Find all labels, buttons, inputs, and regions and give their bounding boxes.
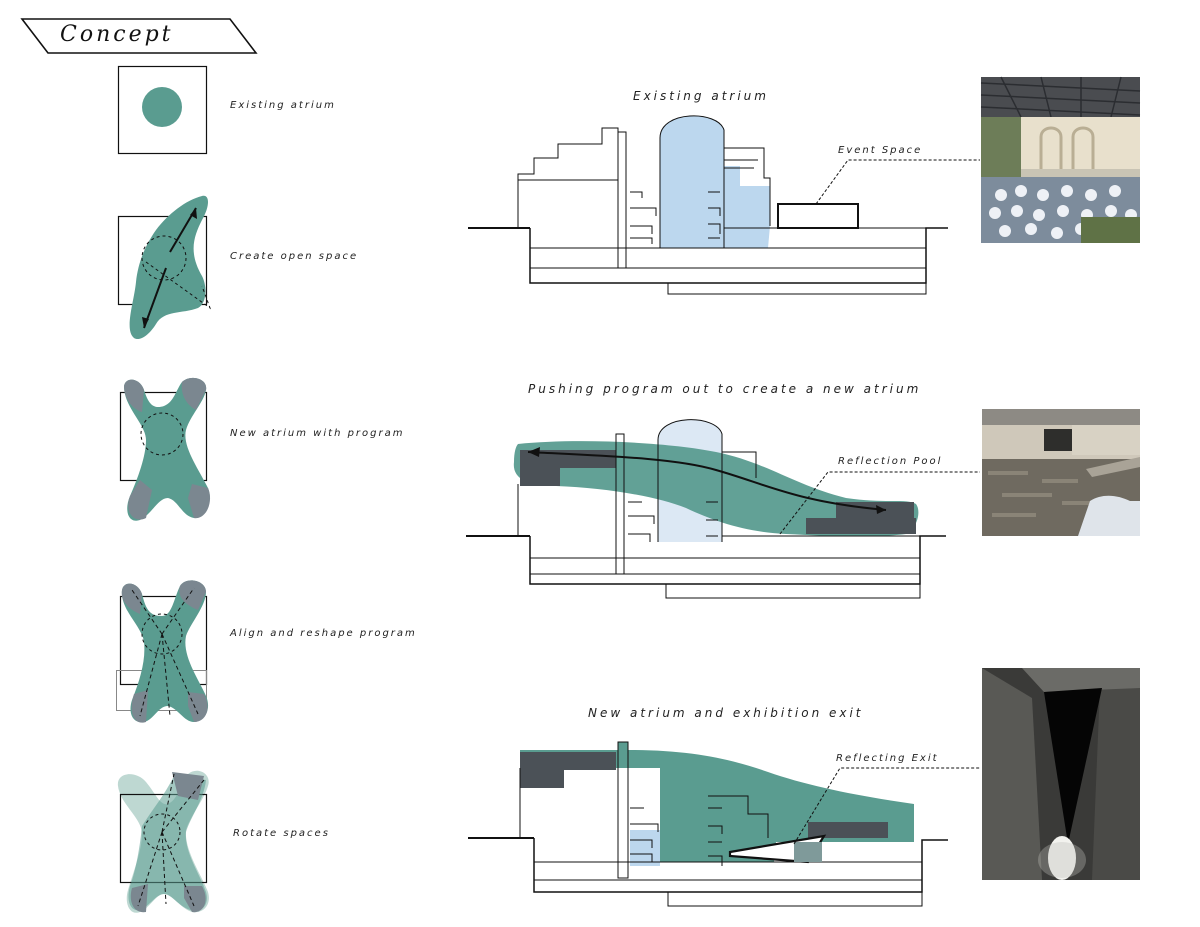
concept-step-label-5: Rotate spaces	[233, 828, 330, 839]
callout-event-space: Event Space	[838, 145, 923, 156]
callout-reflection-pool: Reflection Pool	[838, 456, 943, 467]
photo-event-space	[980, 76, 1141, 243]
photo-reflecting-exit	[982, 668, 1140, 880]
concept-diagram-new-atrium	[119, 377, 211, 521]
photo-reflection-pool	[982, 409, 1140, 536]
page-title: Concept	[60, 22, 174, 47]
section-title-1: Existing atrium	[633, 89, 769, 103]
concept-step-label-4: Align and reshape program	[230, 628, 417, 639]
concept-step-label-3: New atrium with program	[230, 428, 405, 439]
concept-step-label-2: Create open space	[230, 251, 359, 262]
concept-diagram-create-open-space	[117, 195, 212, 340]
concept-diagram-align-reshape	[116, 580, 209, 723]
section-drawing-pushing-program	[466, 419, 980, 599]
section-drawing-exhibition-exit	[468, 741, 980, 907]
callout-reflecting-exit: Reflecting Exit	[836, 753, 939, 764]
concept-diagram-existing-atrium	[117, 65, 208, 155]
section-drawing-existing-atrium	[468, 115, 980, 295]
concept-diagram-rotate-spaces	[117, 770, 209, 913]
concept-step-label-1: Existing atrium	[230, 100, 336, 111]
concept-banner	[20, 18, 258, 54]
section-title-2: Pushing program out to create a new atri…	[528, 382, 922, 396]
section-title-3: New atrium and exhibition exit	[588, 706, 864, 720]
